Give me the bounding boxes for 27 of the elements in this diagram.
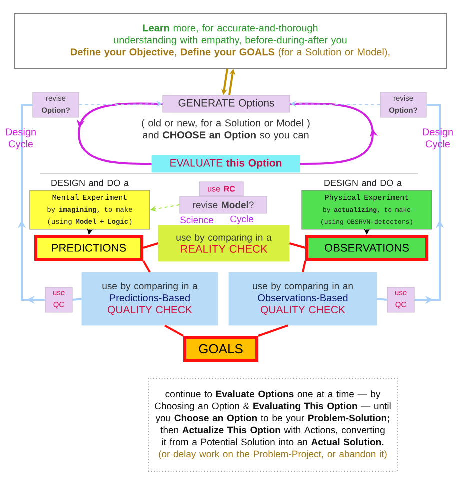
- connector-line: [143, 242, 159, 249]
- check-box: use by comparing in a REALITY CHECK: [158, 225, 290, 262]
- tag-box: use RC: [199, 182, 244, 196]
- cycle-label: Science: [180, 216, 214, 224]
- cycle-label: Design Cycle: [423, 128, 453, 150]
- process-box: GENERATE Options: [162, 95, 290, 113]
- note-box: Learn more, for accurate-and-thorough understanding with empathy, before-during-after you Define your Objective, Define your GOALS (for a Solution or Model),: [14, 13, 447, 69]
- connector-line: [258, 324, 288, 337]
- goal-box: GOALS: [184, 336, 258, 362]
- connector-line: [377, 298, 388, 301]
- connector-line: [302, 260, 306, 273]
- connector-line: [289, 242, 306, 249]
- arrow: [18, 104, 46, 304]
- cycle-label: Design Cycle: [6, 128, 36, 150]
- process-box: EVALUATE this Option: [152, 155, 300, 173]
- connector-line: [72, 298, 82, 301]
- result-box: PREDICTIONS: [34, 235, 144, 261]
- check-box: use by comparing in a Predictions-Based QUALITY CHECK: [82, 272, 218, 326]
- cycle-label: Cycle: [230, 216, 254, 224]
- note-box: continue to Evaluate Options one at a time — by Choosing an Option & Evaluating This Option — until you Choose an Option to be your Problem-Solution; then Actualize This Option with Actions, converting it from a Potential Solution into an Actual Solution. (or delay work on the Problem-Project, or abandon it): [148, 378, 398, 472]
- check-box: use by comparing in an Observations-Based QUALITY CHECK: [228, 272, 378, 326]
- caption-text: ( old or new, for a Solution or Model ) and CHOOSE an Option so you can: [142, 119, 310, 141]
- heading-text: DESIGN and DO a: [324, 180, 402, 186]
- connector-line: [164, 324, 184, 337]
- connector-line: [142, 260, 151, 273]
- result-box: OBSERVATIONS: [306, 235, 428, 261]
- heading-text: DESIGN and DO a: [52, 180, 129, 186]
